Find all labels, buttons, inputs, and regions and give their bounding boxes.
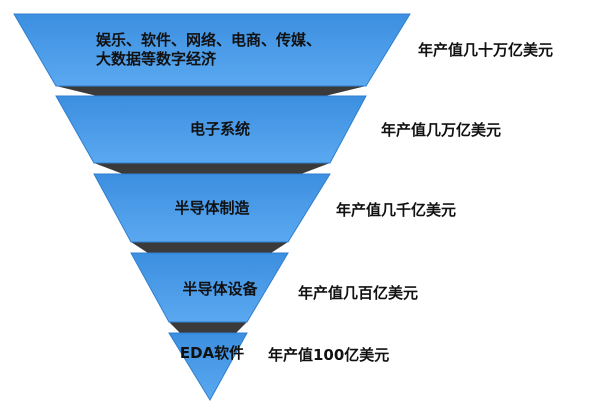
funnel-band-2 <box>94 163 330 174</box>
layer-label-digital-economy: 娱乐、软件、网络、电商、传媒、 大数据等数字经济 <box>96 31 321 69</box>
funnel-layer-digital-economy <box>13 13 411 87</box>
value-label-semiconductor-equipment: 年产值几百亿美元 <box>298 284 419 302</box>
layer-label-electronic-systems: 电子系统 <box>189 120 250 138</box>
layer-label-eda-software: EDA软件 <box>179 344 245 362</box>
funnel-layer-semiconductor-equipment <box>130 252 289 323</box>
funnel-layer-electronic-systems <box>55 95 367 164</box>
value-label-eda-software: 年产值100亿美元 <box>268 346 390 364</box>
funnel-layer-semiconductor-manufacturing <box>93 173 331 243</box>
value-label-semiconductor-manufacturing: 年产值几千亿美元 <box>336 201 457 219</box>
layer-label-semiconductor-equipment: 半导体设备 <box>182 280 258 298</box>
layer-label-line: 大数据等数字经济 <box>96 50 217 68</box>
value-label-digital-economy: 年产值几十万亿美元 <box>418 41 554 59</box>
funnel-band-4 <box>169 322 247 333</box>
value-label-electronic-systems: 年产值几万亿美元 <box>381 121 502 139</box>
funnel-layer-eda-software <box>168 332 248 401</box>
layer-label-line: 娱乐、软件、网络、电商、传媒、 <box>96 31 322 49</box>
funnel-band-3 <box>131 242 288 253</box>
layer-label-semiconductor-manufacturing: 半导体制造 <box>174 199 250 217</box>
funnel-band-1 <box>56 86 366 96</box>
